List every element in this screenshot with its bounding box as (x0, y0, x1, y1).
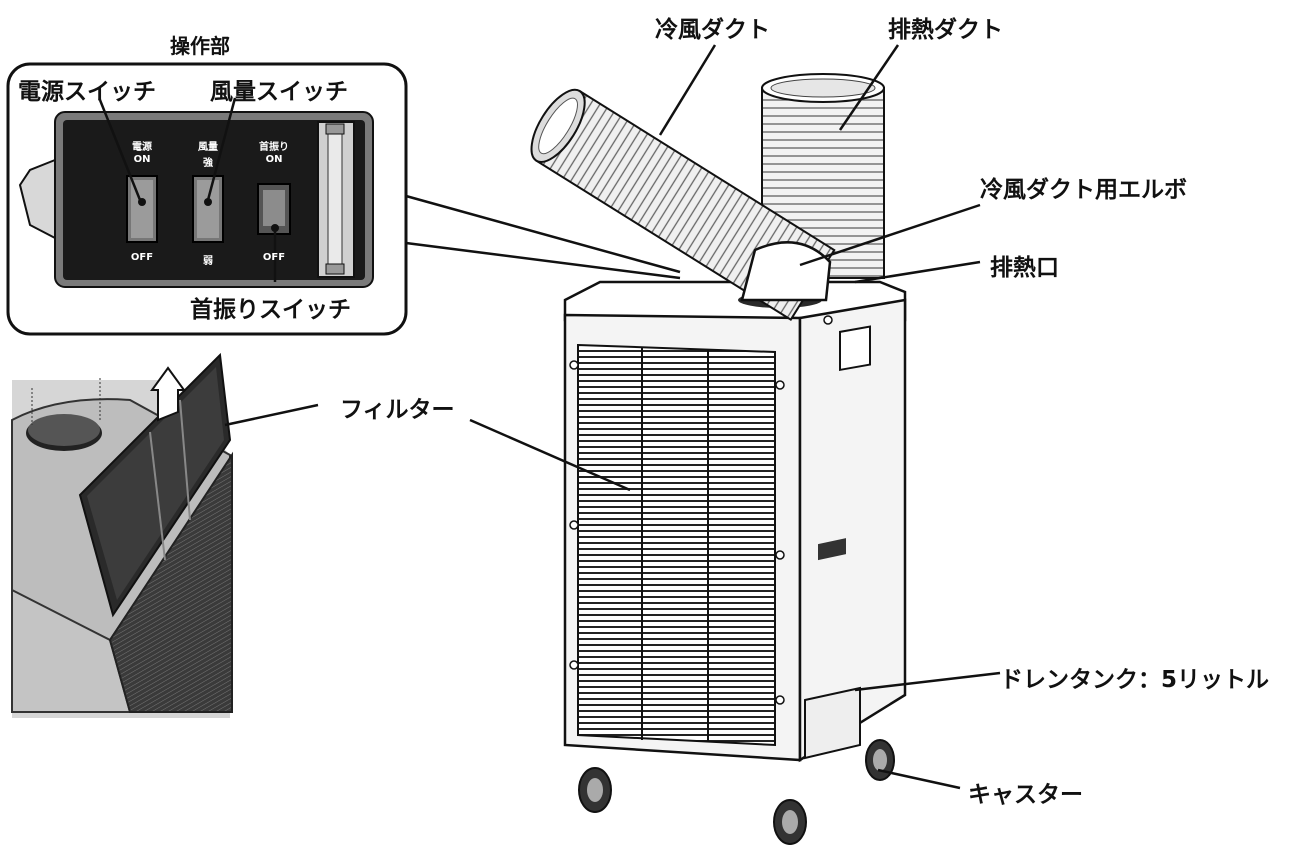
leader-lines (469, 44, 1001, 790)
filter-inset (11, 352, 319, 718)
cold-duct-label: 冷風ダクト (655, 17, 770, 43)
panel-title: 操作部 (170, 34, 230, 58)
elbow-label: 冷風ダクト用エルボ (980, 177, 1187, 203)
exhaust-port-label: 排熱口 (990, 255, 1059, 281)
caster-label: キャスター (968, 782, 1083, 808)
sw-fan-high: 強 (203, 158, 213, 169)
swing-switch-label: 首振りスイッチ (190, 297, 351, 323)
sw-swing-name: 首振り (259, 142, 289, 153)
sw-power-name: 電源 (132, 142, 152, 153)
power-switch-label: 電源スイッチ (18, 79, 156, 105)
sw-swing-on: ON (265, 154, 283, 165)
control-panel-callout (6, 62, 408, 336)
fan-switch-label: 風量スイッチ (210, 79, 348, 105)
exhaust-duct-label: 排熱ダクト (888, 17, 1003, 43)
drain-tank-label: ドレンタンク：5リットル (1000, 667, 1270, 693)
filter-label: フィルター (340, 397, 455, 423)
sw-fan-name: 風量 (198, 142, 218, 153)
sw-power-on: ON (133, 154, 151, 165)
spot-cooler-unit (530, 73, 907, 845)
sw-power-off: OFF (130, 252, 154, 263)
sw-swing-off: OFF (262, 252, 286, 263)
callout-pointers (405, 194, 681, 280)
sw-fan-low: 弱 (203, 256, 213, 267)
